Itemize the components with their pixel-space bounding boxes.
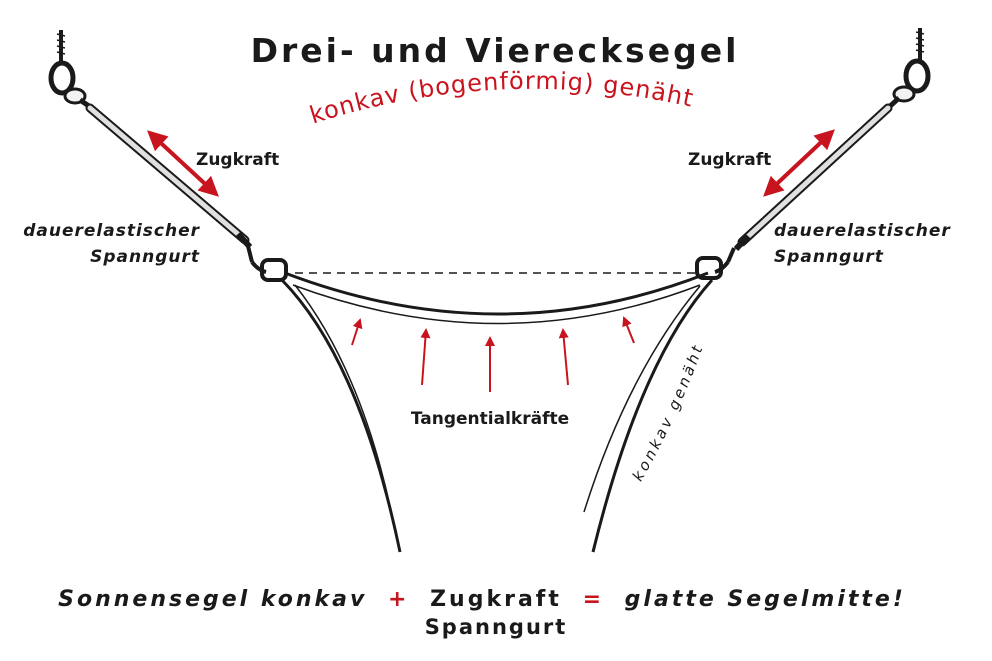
arrow-up-icon	[420, 328, 431, 386]
formula-line: Sonnensegel konkav + Zugkraft = glatte S…	[58, 587, 906, 612]
left-screw-hook-icon	[48, 30, 94, 111]
sail-outline	[280, 271, 714, 553]
formula-part-sail: Sonnensegel konkav	[58, 587, 367, 612]
arrow-up-icon	[558, 328, 569, 386]
diagram-title: Drei- und Vierecksegel	[251, 31, 740, 70]
formula-plus: +	[388, 587, 409, 612]
right-force-label: Zugkraft	[688, 150, 771, 170]
tangential-arrows	[351, 316, 635, 392]
tangential-forces-label: Tangentialkräfte	[411, 409, 569, 429]
left-strap-label-line1: dauerelastischer	[23, 221, 200, 241]
right-snap-hook-icon	[695, 247, 736, 280]
left-force-label: Zugkraft	[196, 150, 279, 170]
left-snap-hook-icon	[246, 245, 288, 282]
formula-sub-label: Spanngurt	[425, 615, 568, 639]
right-strap-label-line1: dauerelastischer	[774, 221, 951, 241]
formula-equals: =	[583, 587, 604, 612]
right-screw-hook-icon	[886, 28, 931, 110]
arrow-up-icon	[622, 316, 635, 344]
left-double-arrow-icon	[147, 130, 219, 197]
formula-part-force: Zugkraft	[430, 587, 562, 612]
formula-part-result: glatte Segelmitte!	[625, 587, 906, 612]
right-double-arrow-icon	[763, 129, 835, 197]
arrow-up-icon	[351, 318, 363, 346]
diagram-subtitle: konkav (bogenförmig) genäht	[306, 67, 696, 130]
left-strap-label-line2: Spanngurt	[90, 247, 200, 267]
right-strap-label-line2: Spanngurt	[774, 247, 884, 267]
side-seam-label: konkav genäht	[629, 341, 708, 485]
